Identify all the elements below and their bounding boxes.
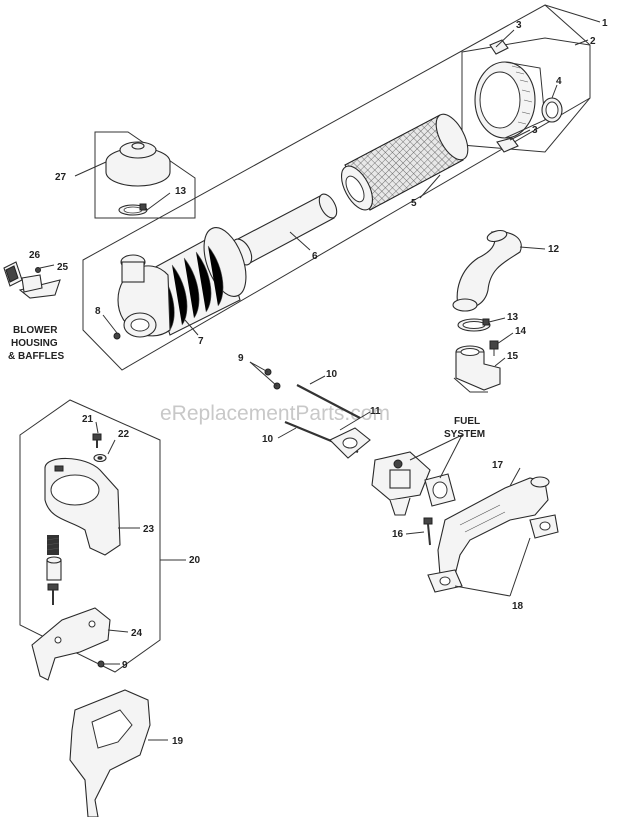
air-cleaner-housing-drawing bbox=[117, 227, 247, 338]
callout-21: 21 bbox=[82, 414, 94, 425]
intake-hose-drawing bbox=[452, 229, 522, 312]
inner-element-drawing bbox=[231, 193, 338, 266]
callout-4: 4 bbox=[556, 76, 562, 87]
note-blower-line2: HOUSING bbox=[11, 338, 58, 349]
callout-10-lower: 10 bbox=[262, 434, 274, 445]
callout-8: 8 bbox=[95, 306, 101, 317]
latch-clip-top-drawing bbox=[489, 39, 509, 55]
callout-5: 5 bbox=[411, 198, 417, 209]
screw-14-drawing bbox=[489, 340, 499, 356]
screw-8-drawing bbox=[113, 332, 121, 340]
nut-9-lower-drawing bbox=[97, 660, 105, 668]
screw-21-drawing bbox=[92, 433, 102, 448]
stud-upper-drawing bbox=[296, 384, 361, 419]
callout-6: 6 bbox=[312, 251, 318, 262]
watermark: eReplacementParts.com bbox=[160, 402, 390, 425]
callout-25: 25 bbox=[57, 262, 69, 273]
hose-clamp-drawing bbox=[118, 203, 148, 216]
callout-18: 18 bbox=[512, 601, 524, 612]
callout-1: 1 bbox=[602, 18, 608, 29]
elbow-adapter-drawing bbox=[453, 345, 501, 393]
callout-9-upper: 9 bbox=[238, 353, 244, 364]
callout-3-bottom: 3 bbox=[532, 125, 538, 136]
outer-cover-drawing bbox=[474, 61, 546, 139]
callout-10-upper: 10 bbox=[326, 369, 338, 380]
callout-22: 22 bbox=[118, 429, 130, 440]
callout-16: 16 bbox=[392, 529, 404, 540]
housing-23-drawing bbox=[44, 457, 121, 556]
spring-drawing bbox=[46, 535, 60, 555]
note-fuel-line1: FUEL bbox=[454, 416, 480, 427]
leader-lines bbox=[39, 4, 601, 741]
callout-9-lower: 9 bbox=[122, 660, 128, 671]
carburetor-drawing bbox=[371, 451, 431, 516]
callout-14: 14 bbox=[515, 326, 527, 337]
precleaner-cap-drawing bbox=[105, 141, 171, 187]
callout-2: 2 bbox=[590, 36, 596, 47]
callout-12: 12 bbox=[548, 244, 560, 255]
callout-13-inset: 13 bbox=[175, 186, 187, 197]
callout-26: 26 bbox=[29, 250, 41, 261]
baffle-detail-drawing bbox=[3, 261, 61, 299]
valve-drawing bbox=[541, 97, 563, 123]
note-blower-line1: BLOWER bbox=[13, 325, 58, 336]
screw-16-drawing bbox=[423, 517, 433, 546]
note-fuel-line2: SYSTEM bbox=[444, 429, 485, 440]
callout-17: 17 bbox=[492, 460, 504, 471]
callout-11: 11 bbox=[370, 406, 381, 417]
callout-19: 19 bbox=[172, 736, 184, 747]
latch-clip-bottom-drawing bbox=[496, 137, 519, 153]
blower-housing-group-frame bbox=[19, 399, 161, 673]
baffle-plate-drawing bbox=[69, 689, 151, 817]
callout-15: 15 bbox=[507, 351, 519, 362]
spacer-drawing bbox=[46, 556, 62, 581]
gasket-11-drawing bbox=[329, 427, 371, 459]
gasket-fuel-drawing bbox=[424, 473, 456, 507]
bracket-24-drawing bbox=[31, 607, 111, 681]
precleaner-inset-frame bbox=[94, 131, 196, 219]
filter-element-drawing bbox=[340, 113, 469, 211]
callout-24: 24 bbox=[131, 628, 143, 639]
intake-manifold-drawing bbox=[427, 476, 559, 593]
callout-20: 20 bbox=[189, 555, 201, 566]
note-blower-line3: & BAFFLES bbox=[8, 351, 64, 362]
hose-clamp-right-drawing bbox=[457, 318, 491, 332]
callout-13-right: 13 bbox=[507, 312, 519, 323]
callout-23: 23 bbox=[143, 524, 155, 535]
bolt-drawing bbox=[47, 583, 59, 605]
callout-27: 27 bbox=[55, 172, 67, 183]
callout-7: 7 bbox=[198, 336, 204, 347]
callout-3-top: 3 bbox=[516, 20, 522, 31]
washer-22-drawing bbox=[93, 453, 107, 463]
